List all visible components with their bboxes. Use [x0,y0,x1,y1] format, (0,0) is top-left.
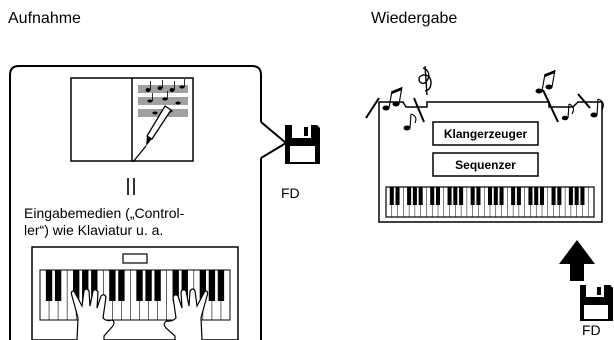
sound-generator-label: Klangerzeuger [433,127,538,141]
floppy-disk-icon [580,285,613,321]
caption-line-2: ler“) wie Klaviatur u. a. [24,222,184,239]
input-media-caption: Eingabemedien („Control- ler“) wie Klavi… [24,205,184,239]
caption-line-1: Eingabemedien („Control- [24,205,184,222]
sequencer-label: Sequenzer [433,158,538,172]
up-arrow-icon [559,240,595,281]
equals-sign [128,178,134,195]
score-book [71,78,193,161]
fd-label-recording: FD [281,185,300,201]
fd-label-playback: FD [582,322,601,338]
floppy-disk-icon [285,125,320,164]
